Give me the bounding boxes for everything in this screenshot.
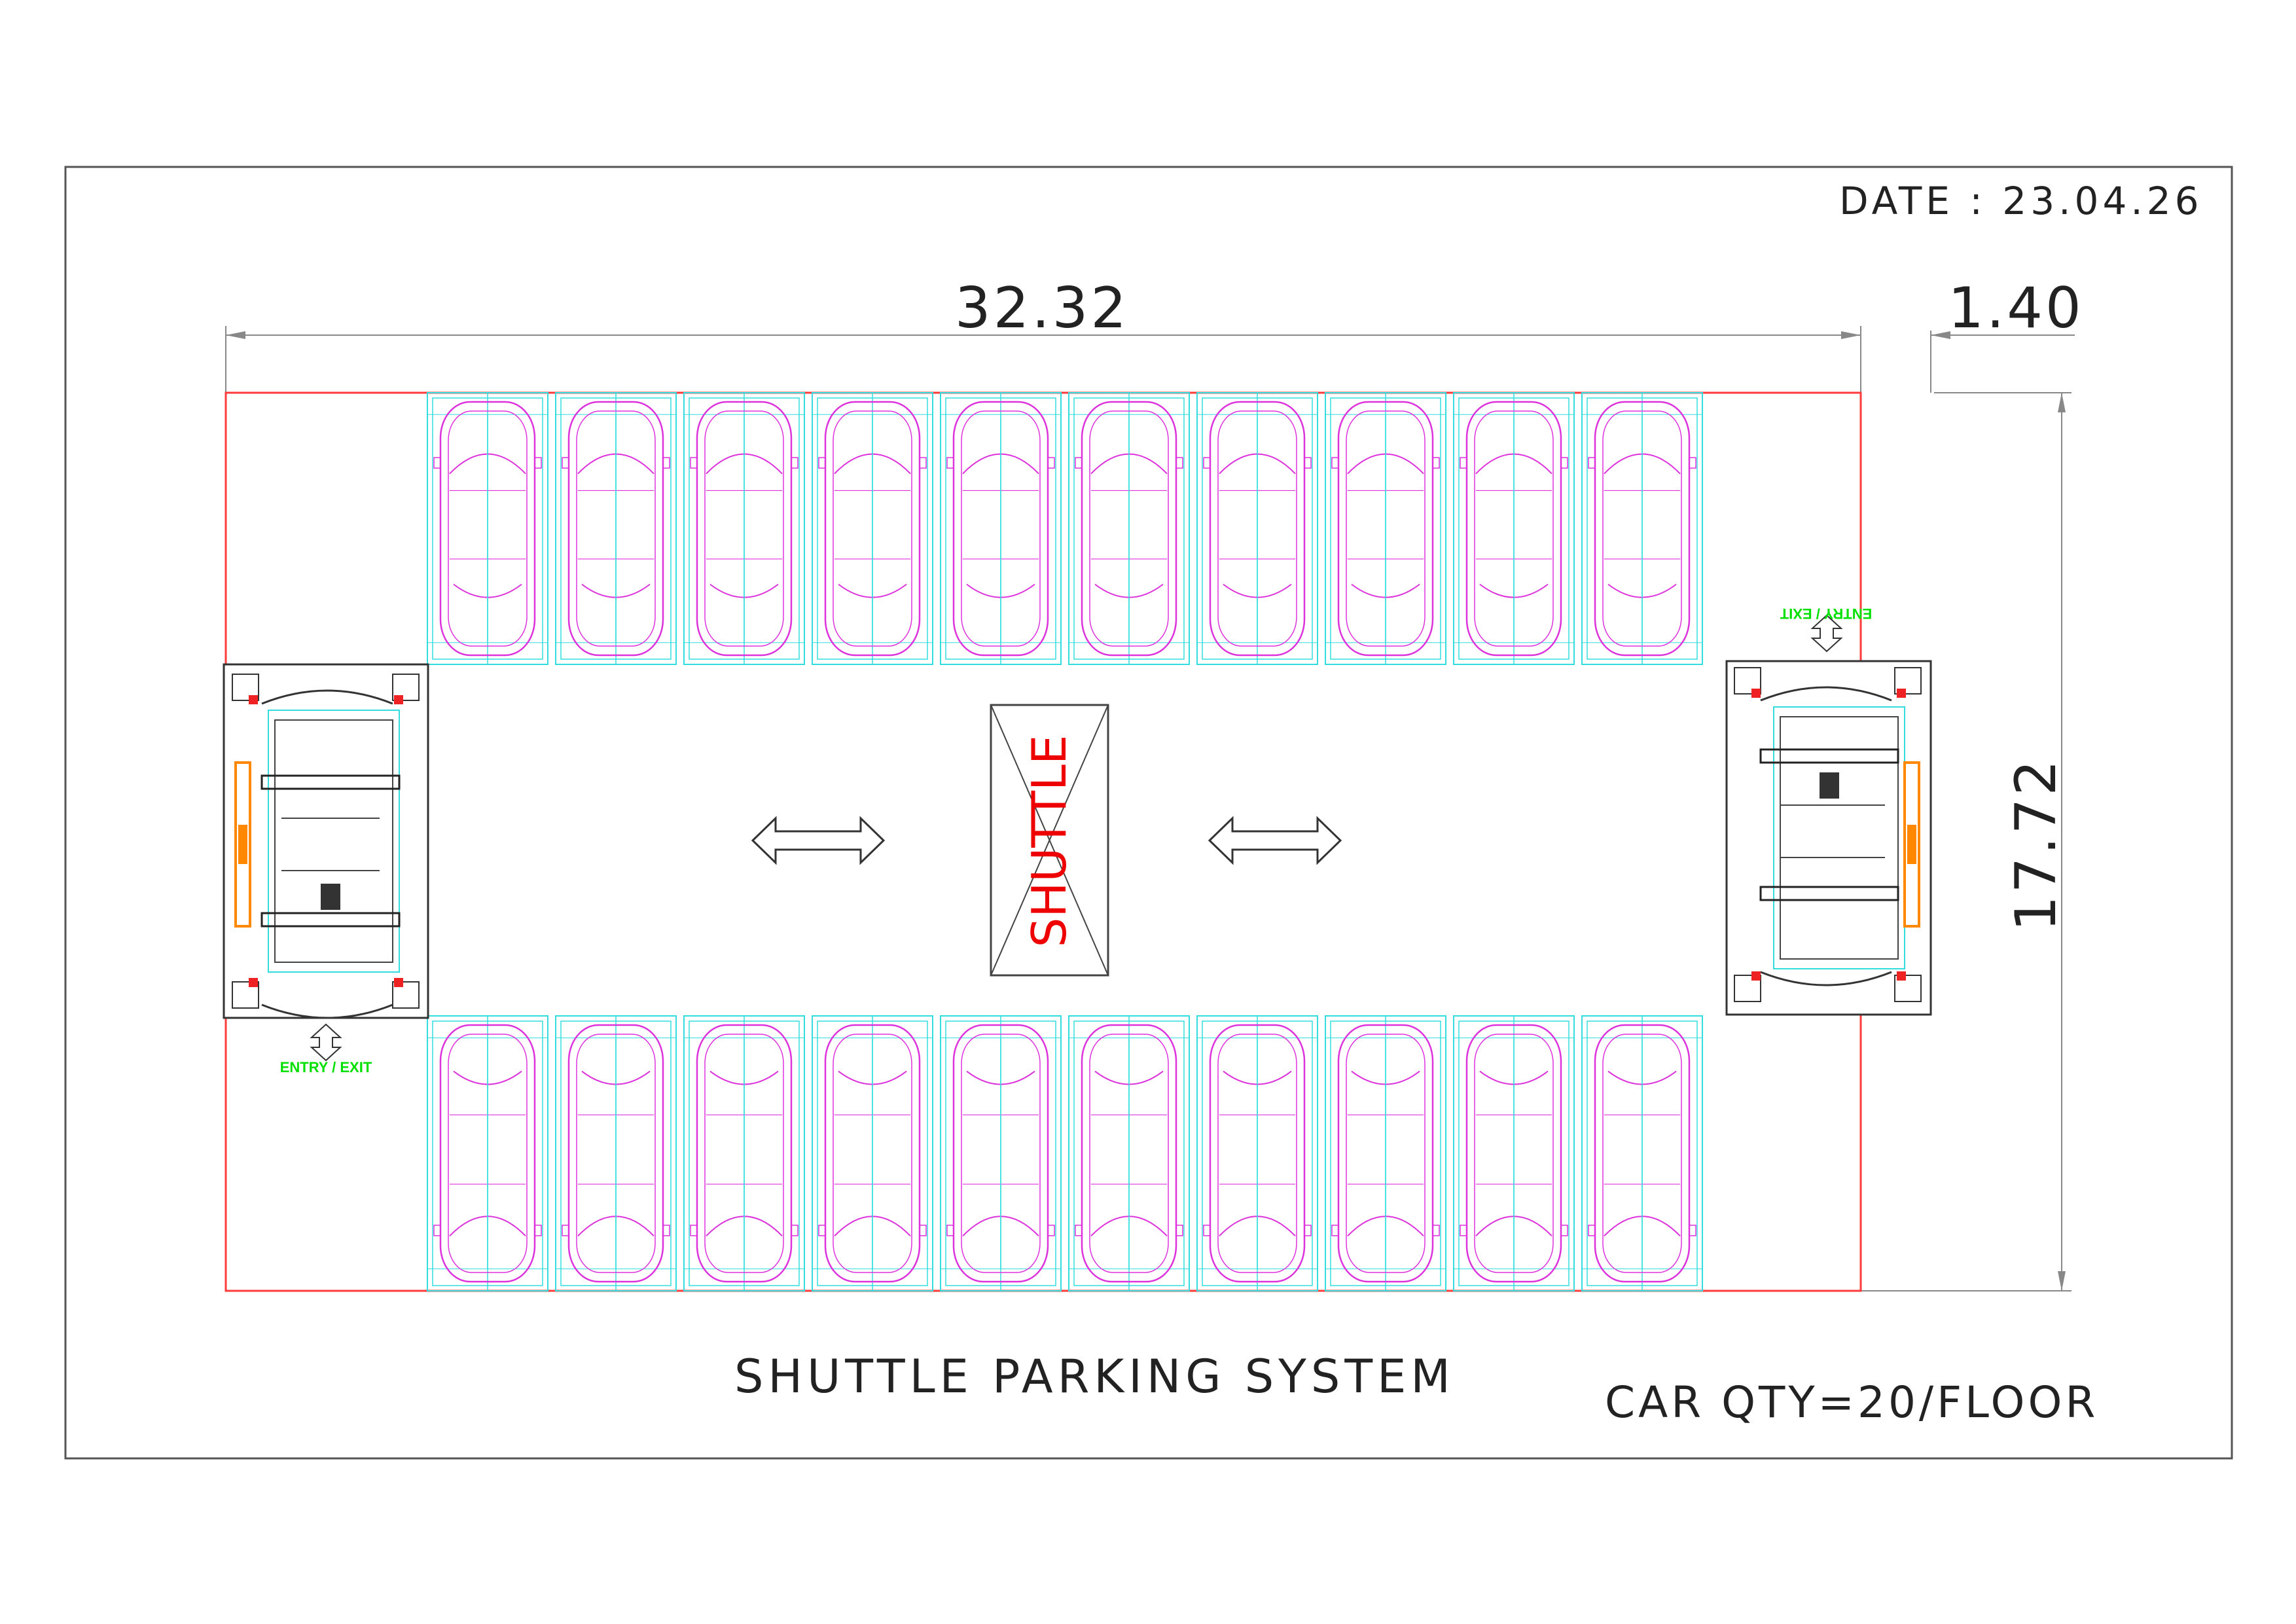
- car-outline: [1203, 1024, 1312, 1283]
- car-capacity-label: CAR QTY=20/FLOOR: [1605, 1377, 2098, 1428]
- dimension-length: 32.32: [225, 276, 1861, 393]
- car-outline: [818, 401, 927, 657]
- car-outline: [562, 401, 670, 657]
- car-outline: [690, 401, 798, 657]
- parking-slot: [1068, 1015, 1190, 1291]
- car-outline: [433, 1024, 542, 1283]
- drawing-title: SHUTTLE PARKING SYSTEM: [734, 1350, 1455, 1403]
- parking-slot: [1581, 392, 1703, 665]
- car-outline: [946, 1024, 1055, 1283]
- dimension-width: 17.72: [1859, 392, 2072, 1291]
- shuttle-travel-arrow-left: [751, 816, 886, 865]
- parking-slot: [812, 1015, 933, 1291]
- car-outline: [1203, 401, 1312, 657]
- car-outline: [433, 401, 542, 657]
- car-outline: [1460, 401, 1568, 657]
- car-outline: [690, 1024, 798, 1283]
- parking-slot: [940, 1015, 1062, 1291]
- parking-slot: [427, 1015, 548, 1291]
- dimension-offset: 1.40: [1930, 276, 2083, 393]
- car-outline: [1460, 1024, 1568, 1283]
- parking-slot: [555, 1015, 677, 1291]
- shuttle-travel-arrow-right: [1208, 816, 1342, 865]
- car-outline: [1331, 1024, 1440, 1283]
- parking-slot: [1453, 1015, 1575, 1291]
- car-outline: [1331, 401, 1440, 657]
- parking-slot: [812, 392, 933, 665]
- dimension-length-value: 32.32: [955, 276, 1129, 341]
- lift-right: [1725, 660, 1932, 1016]
- entry-exit-label-right: ENTRY / EXIT: [1780, 605, 1872, 622]
- date-label: DATE : 23.04.26: [1839, 179, 2203, 223]
- dimension-width-value: 17.72: [2003, 757, 2069, 931]
- parking-slot: [683, 1015, 805, 1291]
- parking-slot: [1453, 392, 1575, 665]
- car-outline: [562, 1024, 670, 1283]
- shuttle: SHUTTLE: [990, 704, 1109, 977]
- parking-slot: [1196, 392, 1318, 665]
- shuttle-label: SHUTTLE: [1022, 735, 1077, 948]
- entry-exit-arrow-right: [1810, 614, 1843, 653]
- dimension-offset-value: 1.40: [1948, 276, 2083, 341]
- entry-exit-arrow-left: [310, 1023, 342, 1062]
- parking-slot: [1325, 392, 1446, 665]
- parking-slot: [555, 392, 677, 665]
- parking-slot: [1196, 1015, 1318, 1291]
- car-outline: [1075, 401, 1183, 657]
- parking-slot: [683, 392, 805, 665]
- car-outline: [818, 1024, 927, 1283]
- parking-slot: [940, 392, 1062, 665]
- parking-row-top: [427, 392, 1703, 665]
- parking-slot: [427, 392, 548, 665]
- lift-left: [223, 663, 429, 1019]
- car-outline: [1588, 401, 1696, 657]
- car-outline: [1588, 1024, 1696, 1283]
- car-outline: [1075, 1024, 1183, 1283]
- car-outline: [946, 401, 1055, 657]
- sheet-frame: [64, 166, 2233, 1460]
- parking-row-bottom: [427, 1015, 1703, 1291]
- parking-slot: [1068, 392, 1190, 665]
- parking-slot: [1581, 1015, 1703, 1291]
- entry-exit-label-left: ENTRY / EXIT: [280, 1059, 372, 1075]
- parking-slot: [1325, 1015, 1446, 1291]
